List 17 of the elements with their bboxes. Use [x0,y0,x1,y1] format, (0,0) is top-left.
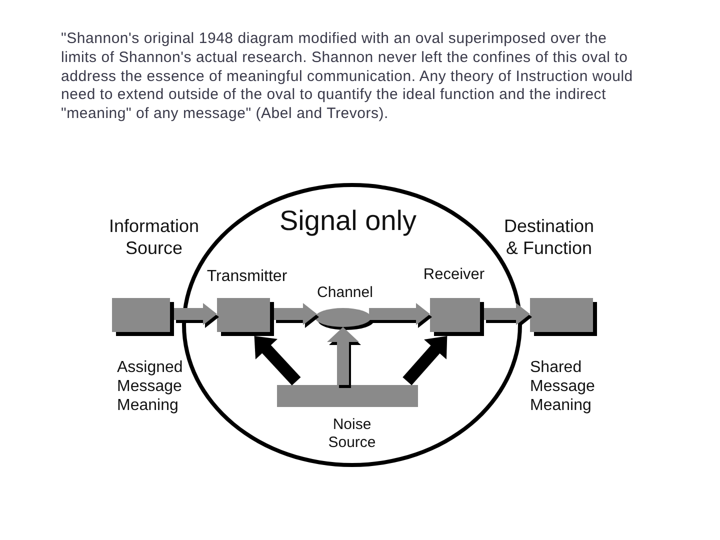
block-arrow [174,303,217,325]
node-label: Channel [317,284,373,302]
side-label: Shared Message Meaning [530,358,596,415]
node-label: Noise Source [327,416,377,452]
node-label: Destination & Function [502,215,596,259]
side-label: Assigned Message Meaning [117,358,184,415]
node-label: Transmitter [206,268,288,286]
block-arrow [402,336,448,386]
node-label: Information Source [108,215,200,259]
block-arrow [274,303,317,325]
block-arrow [369,303,430,325]
node-label: Receiver [423,266,485,284]
caption-text: "Shannon's original 1948 diagram modified with an oval superimposed over the limits of Shannon's actual research. Shannon never left the confines of this oval to address the essence of meaningful communication. Any theory of Instruction would need to extend outside of the oval to quantify the ideal function and the indirect "meaning" of any message" (Abel and Trevors). [61,30,634,124]
oval-title: Signal only [280,205,416,237]
block-arrow [327,327,359,385]
block-arrow [484,303,530,325]
block-arrow [254,336,301,386]
